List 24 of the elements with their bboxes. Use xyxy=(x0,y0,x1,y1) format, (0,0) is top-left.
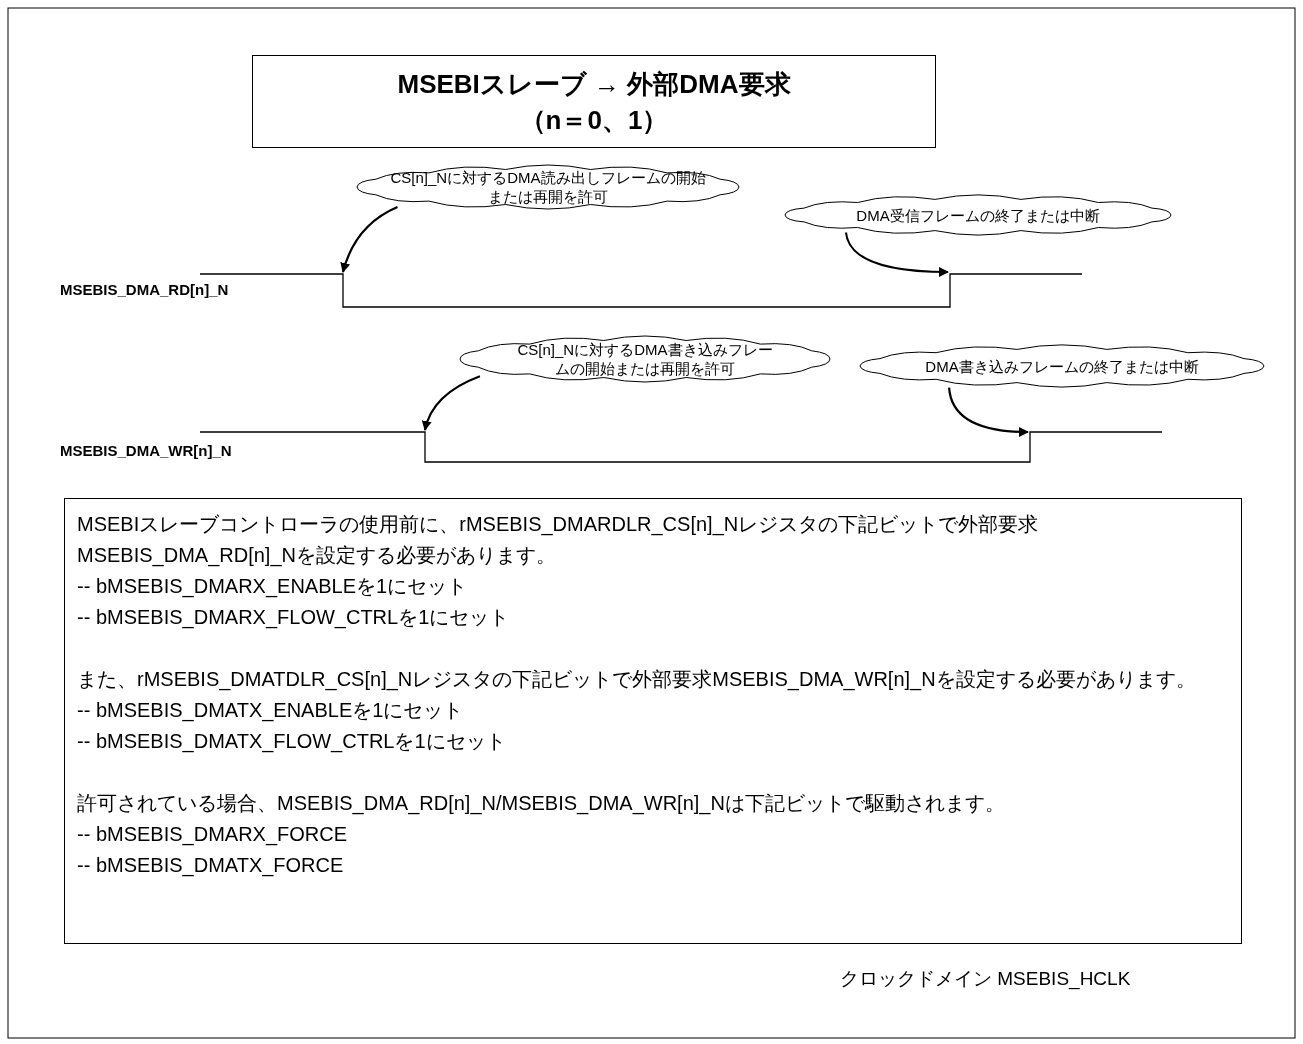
note-box xyxy=(64,498,1242,944)
note-text: -- bMSEBIS_DMARX_ENABLEを1にセット xyxy=(77,574,469,600)
callout-text: CS[n]_Nに対するDMA読み出しフレームの開始または再開を許可 xyxy=(389,168,707,206)
note-text: MSEBIスレーブコントローラの使用前に、rMSEBIS_DMARDLR_CS[n]_Nレジスタの下記ビットで外部要求MSEBIS_DMA_RD[n]_Nを設定する必要があります。 xyxy=(77,512,1040,569)
arrow xyxy=(422,375,481,431)
callout-text: CS[n]_Nに対するDMA書き込みフレームの開始または再開を許可 xyxy=(516,340,774,378)
note-text: -- bMSEBIS_DMATX_FLOW_CTRLを1にセット xyxy=(77,729,507,755)
note-text: -- bMSEBIS_DMATX_FORCE xyxy=(77,853,345,879)
signal-name: MSEBIS_DMA_RD[n]_N xyxy=(60,281,229,298)
note-text: 許可されている場合、MSEBIS_DMA_RD[n]_N/MSEBIS_DMA_WR[n]_Nは下記ビットで駆動されます。 xyxy=(77,791,1006,817)
note-text: -- bMSEBIS_DMARX_FORCE xyxy=(77,822,349,848)
callout-text: DMA受信フレームの終了または中断 xyxy=(855,205,1101,225)
note-text: -- bMSEBIS_DMARX_FLOW_CTRLを1にセット xyxy=(77,605,511,631)
title-text: （n＝0、1） xyxy=(519,103,669,137)
clock-domain-text: クロックドメイン MSEBIS_HCLK xyxy=(840,967,1131,992)
callout-text: DMA書き込みフレームの終了または中断 xyxy=(924,356,1200,376)
title-box xyxy=(252,55,936,148)
note-text: -- bMSEBIS_DMATX_ENABLEを1にセット xyxy=(77,698,465,724)
arrow xyxy=(844,232,949,277)
arrow xyxy=(340,206,398,273)
arrow xyxy=(948,387,1029,437)
note-text: また、rMSEBIS_DMATDLR_CS[n]_Nレジスタの下記ビットで外部要求MSEBIS_DMA_WR[n]_Nを設定する必要があります。 xyxy=(77,667,1197,693)
signal-name: MSEBIS_DMA_WR[n]_N xyxy=(60,442,232,459)
title-text: MSEBIスレーブ → 外部DMA要求 xyxy=(397,67,791,101)
